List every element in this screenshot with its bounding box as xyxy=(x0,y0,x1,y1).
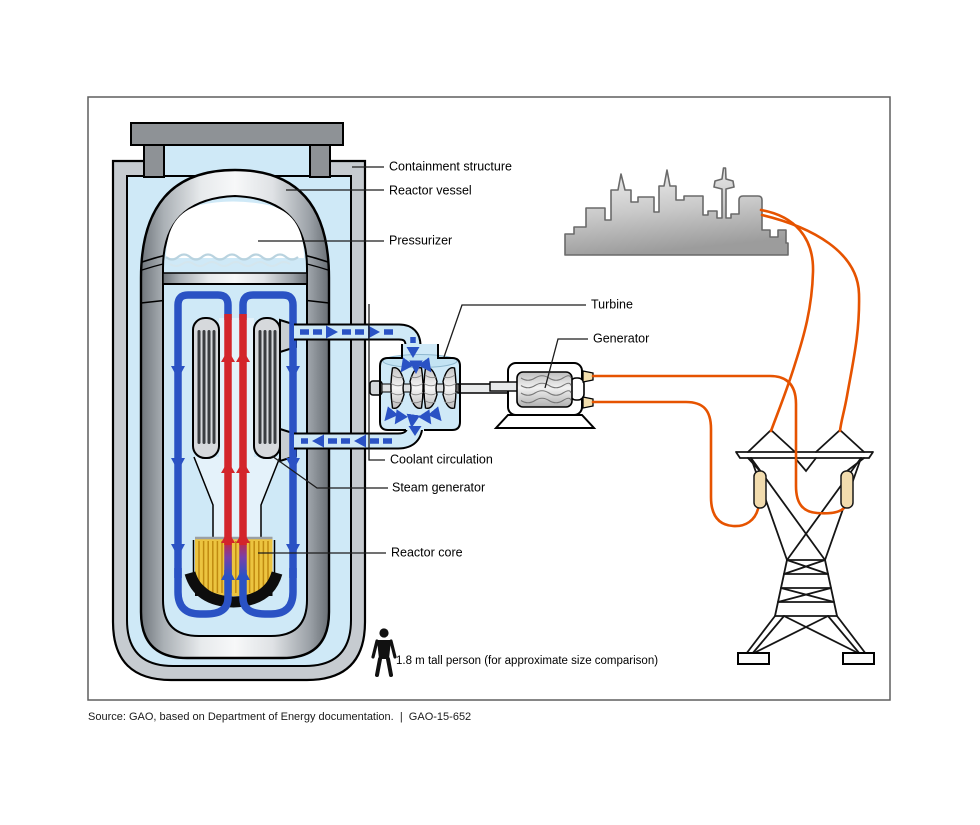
insulator-right xyxy=(840,470,854,509)
insulator-left xyxy=(753,470,767,509)
leader-lines xyxy=(258,166,588,554)
coolant-flow-arrows xyxy=(171,291,300,618)
label-generator: Generator xyxy=(593,331,649,345)
hot-arrowheads xyxy=(221,350,250,543)
reactor-core xyxy=(184,536,283,608)
generator-base xyxy=(493,414,597,429)
wire-city-right xyxy=(760,213,861,433)
tower-foot-left xyxy=(737,652,770,665)
wire-generator-bottom xyxy=(591,400,760,528)
terminal-bottom xyxy=(582,396,594,409)
label-reactor-core: Reactor core xyxy=(391,545,463,559)
source-line: Source: GAO, based on Department of Ener… xyxy=(88,711,471,723)
turbine xyxy=(369,344,511,431)
wire-city-left xyxy=(759,208,815,433)
power-lines xyxy=(591,208,861,528)
tower-foot-right xyxy=(842,652,875,665)
generator xyxy=(489,362,597,429)
separator-plate xyxy=(162,272,308,285)
core-shroud xyxy=(194,457,280,540)
label-pressurizer: Pressurizer xyxy=(389,233,452,247)
wire-generator-top xyxy=(591,374,847,515)
label-reactor-vessel: Reactor vessel xyxy=(389,183,472,197)
labels: Containment structure Reactor vessel Pre… xyxy=(88,159,658,723)
label-turbine: Turbine xyxy=(591,297,633,311)
containment-cap xyxy=(130,122,344,146)
label-steam-generator: Steam generator xyxy=(392,480,485,494)
label-coolant-circulation: Coolant circulation xyxy=(390,452,493,466)
scale-note: 1.8 m tall person (for approximate size … xyxy=(396,655,658,667)
turbine-steam-arrows xyxy=(384,357,442,429)
steam-space xyxy=(166,201,304,258)
city-skyline-icon xyxy=(564,167,789,256)
terminal-top xyxy=(582,370,594,383)
person-icon xyxy=(371,628,397,677)
label-containment-structure: Containment structure xyxy=(389,159,512,173)
water-line xyxy=(165,253,299,261)
vessel-internals xyxy=(184,317,297,608)
cold-loop xyxy=(174,291,297,618)
pressurizer xyxy=(162,194,308,285)
core-bowl xyxy=(184,571,283,608)
generator-coil xyxy=(516,371,573,408)
pipe-flow-arrows xyxy=(300,325,422,448)
turbine-outline xyxy=(379,344,461,431)
